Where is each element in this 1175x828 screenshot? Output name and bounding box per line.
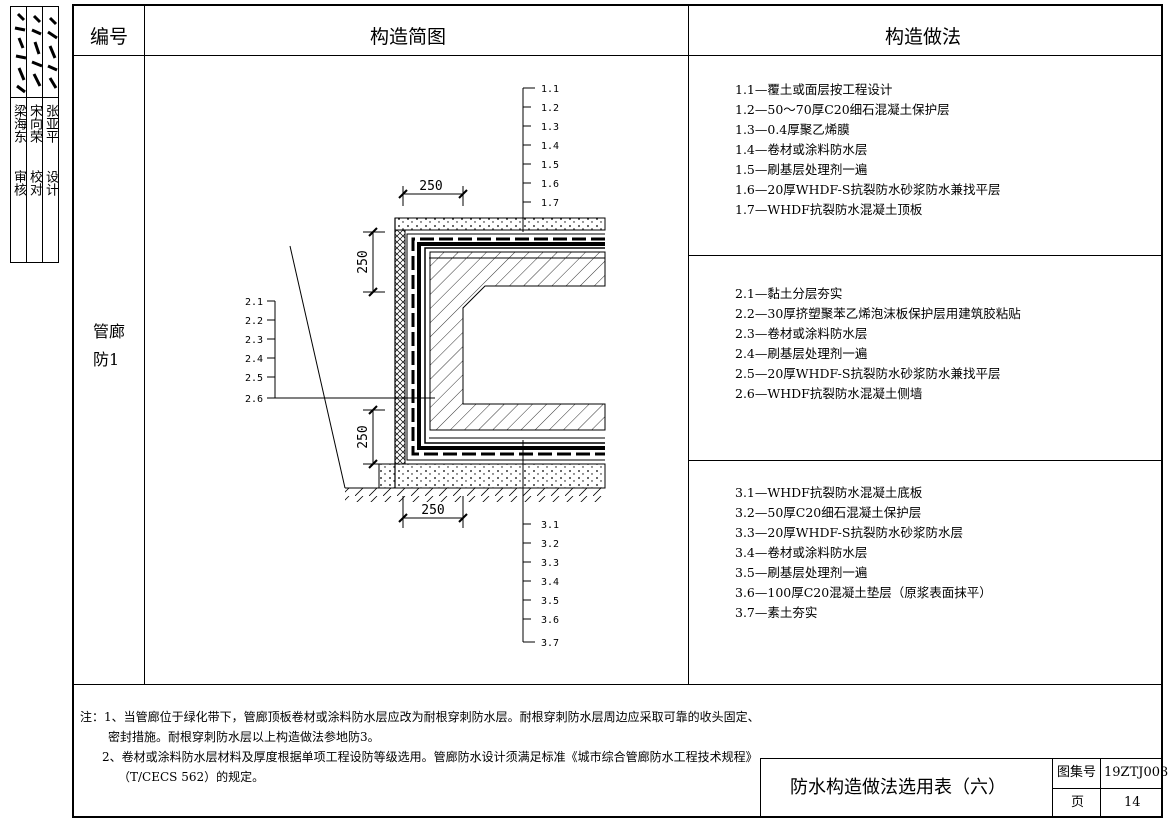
note-line-2: 密封措施。耐根穿刺防水层以上构造做法参地防3。 — [108, 730, 380, 744]
leader-label: 1.3 — [541, 122, 559, 133]
drawing-title: 防水构造做法选用表（六） — [790, 777, 1006, 798]
method-item: 2.3—卷材或涂料防水层 — [735, 326, 868, 341]
leader-label: 2.6 — [245, 394, 263, 405]
section-diagram: 250 250 250 250 1.1 1.2 — [245, 84, 606, 649]
name-checker: 宋向荣 — [27, 104, 42, 143]
leader-group-2 — [267, 300, 435, 399]
roof-protective-layer — [394, 217, 606, 231]
page-label: 页 — [1071, 795, 1085, 810]
method-item: 2.2—30厚挤塑聚苯乙烯泡沫板保护层用建筑胶粘贴 — [735, 306, 1021, 321]
leader-label: 1.7 — [541, 198, 559, 209]
leader-labels-3: 3.1 3.2 3.3 3.4 3.5 3.6 3.7 — [541, 520, 559, 649]
leader-label: 3.4 — [541, 577, 559, 588]
method-item: 3.2—50厚C20细石混凝土保护层 — [735, 505, 922, 520]
waterproof-layers — [406, 233, 605, 461]
leader-label: 1.2 — [541, 103, 559, 114]
leader-label: 2.3 — [245, 335, 263, 346]
role-checker: 校对 — [27, 170, 42, 196]
column-header-method: 构造做法 — [885, 26, 962, 48]
leader-label: 2.4 — [245, 354, 263, 365]
page-number: 14 — [1124, 795, 1141, 810]
method-item: 3.6—100厚C20混凝土垫层（原浆表面抹平） — [735, 585, 992, 600]
leader-label: 1.4 — [541, 141, 559, 152]
column-header-figure: 构造简图 — [370, 26, 447, 48]
note-line-1: 注：1、当管廊位于绿化带下，管廊顶板卷材或涂料防水层应改为耐根穿刺防水层。耐根穿… — [80, 710, 760, 724]
method-item: 1.3—0.4厚聚乙烯膜 — [735, 122, 850, 137]
note-line-4: （T/CECS 562）的规定。 — [118, 770, 265, 784]
role-reviewer: 审核 — [11, 170, 26, 196]
method-item: 3.3—20厚WHDF-S抗裂防水砂浆防水层 — [735, 525, 963, 540]
leader-labels-1: 1.1 1.2 1.3 1.4 1.5 1.6 1.7 — [541, 84, 559, 209]
leader-label: 3.1 — [541, 520, 559, 531]
leader-label: 2.2 — [245, 316, 263, 327]
leader-label: 3.3 — [541, 558, 559, 569]
method-item: 3.5—刷基层处理剂一遍 — [735, 565, 868, 580]
role-designer: 设计 — [43, 170, 58, 196]
leader-label: 2.1 — [245, 297, 263, 308]
atlas-label: 图集号 — [1057, 765, 1097, 780]
leader-label: 3.2 — [541, 539, 559, 550]
method-item: 1.4—卷材或涂料防水层 — [735, 142, 868, 157]
column-header-code: 编号 — [90, 26, 129, 48]
row-code-line1: 管廊 — [93, 322, 126, 341]
name-reviewer: 梁海东 — [11, 104, 26, 143]
compacted-soil — [345, 488, 605, 502]
leader-label: 1.6 — [541, 179, 559, 190]
dimension-roof — [363, 227, 385, 297]
dimension-top — [398, 186, 468, 206]
dim-top-label: 250 — [419, 179, 442, 194]
atlas-number: 19ZTJ003 — [1104, 765, 1169, 780]
method-item: 1.7—WHDF抗裂防水混凝土顶板 — [735, 202, 923, 217]
method-item: 3.1—WHDF抗裂防水混凝土底板 — [735, 485, 923, 500]
leader-label: 1.1 — [541, 84, 559, 95]
method-item: 1.5—刷基层处理剂一遍 — [735, 162, 868, 177]
leader-label: 2.5 — [245, 373, 263, 384]
wall-xps-board — [394, 229, 406, 465]
leader-label: 1.5 — [541, 160, 559, 171]
leader-label: 3.7 — [541, 638, 559, 649]
method-item: 1.1—覆土或面层按工程设计 — [735, 82, 893, 97]
leader-label: 3.5 — [541, 596, 559, 607]
leader-label: 3.6 — [541, 615, 559, 626]
leader-group-1 — [522, 87, 535, 232]
dim-roof-label: 250 — [356, 250, 371, 273]
dim-bottom-label: 250 — [421, 503, 444, 518]
leader-labels-2: 2.1 2.2 2.3 2.4 2.5 2.6 — [245, 297, 263, 405]
row-code-line2: 防1 — [93, 350, 120, 369]
method-item: 3.7—素土夯实 — [735, 605, 818, 620]
leader-group-3 — [522, 440, 535, 643]
method-item: 2.4—刷基层处理剂一遍 — [735, 346, 868, 361]
method-item: 1.6—20厚WHDF-S抗裂防水砂浆防水兼找平层 — [735, 182, 1001, 197]
name-designer: 张亚平 — [43, 104, 58, 143]
note-line-3: 2、卷材或涂料防水层材料及厚度根据单项工程设防等级选用。管廊防水设计须满足标准《… — [102, 750, 758, 764]
dimension-bottom — [398, 496, 468, 528]
concrete-structure — [429, 251, 606, 431]
method-item: 2.6—WHDF抗裂防水混凝土侧墙 — [735, 386, 923, 401]
method-item: 2.5—20厚WHDF-S抗裂防水砂浆防水兼找平层 — [735, 366, 1001, 381]
dim-floor-label: 250 — [356, 425, 371, 448]
method-item: 3.4—卷材或涂料防水层 — [735, 545, 868, 560]
dimension-floor — [363, 405, 385, 469]
method-item: 1.2—50～70厚C20细石混凝土保护层 — [735, 102, 950, 117]
signature-stamps — [14, 12, 58, 94]
method-item: 2.1—黏土分层夯实 — [735, 286, 843, 301]
floor-cushion-layer — [378, 463, 606, 489]
